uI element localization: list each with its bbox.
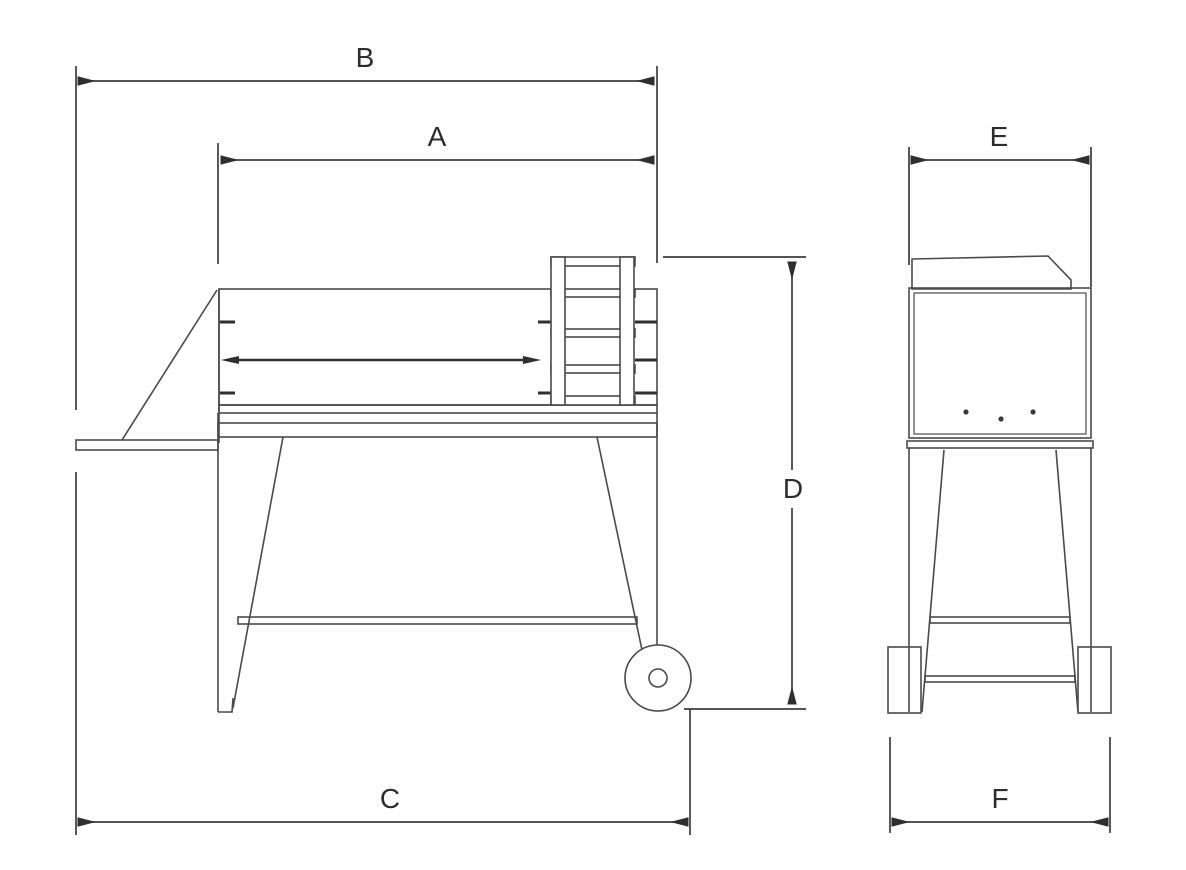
front-wheel-right <box>1077 646 1112 714</box>
fastener-dots <box>963 409 1036 422</box>
dimension-label-f: F <box>991 783 1008 814</box>
front-legs <box>887 448 1112 714</box>
feed-ramp <box>121 289 220 443</box>
dimension-b: B <box>75 42 658 410</box>
side-shelf <box>75 439 219 451</box>
dimension-label-b: B <box>356 42 375 73</box>
front-lid <box>911 255 1072 290</box>
dimension-label-c: C <box>380 783 400 814</box>
dimension-f: F <box>889 737 1111 833</box>
dimension-c: C <box>75 472 691 835</box>
side-wheel <box>624 644 692 712</box>
wheel-hub <box>648 668 668 688</box>
dimension-e: E <box>908 121 1092 287</box>
dimension-d: D <box>663 256 806 710</box>
body-ticks <box>220 320 657 395</box>
front-wheel-left <box>887 646 922 714</box>
dimension-label-d: D <box>783 473 803 504</box>
front-cross-brace-upper <box>929 616 1071 624</box>
dimension-a: A <box>217 121 655 264</box>
front-view <box>887 255 1112 714</box>
front-cabinet <box>906 287 1094 449</box>
mid-shaft <box>221 356 541 364</box>
front-cross-brace-lower <box>924 675 1076 683</box>
motor-unit <box>550 256 636 406</box>
dimension-label-e: E <box>990 121 1009 152</box>
cabinet-base-band <box>906 440 1094 449</box>
motor-side-bars <box>550 256 635 406</box>
side-legs <box>217 413 658 713</box>
dimension-label-a: A <box>428 121 447 152</box>
side-view <box>75 256 692 713</box>
cross-brace <box>237 616 638 625</box>
